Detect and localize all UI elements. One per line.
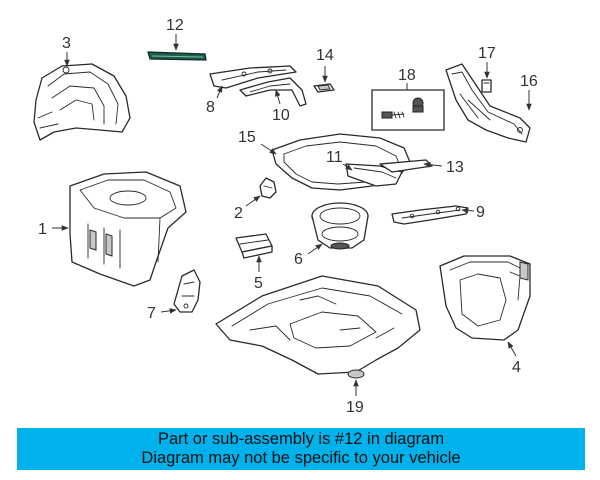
callout-5: 5 [254,275,263,292]
part-1-storage-tray [69,171,187,287]
part-18-fastener-set [371,89,445,131]
info-banner: Part or sub-assembly is #12 in diagram D… [17,428,585,470]
callout-15: 15 [238,129,256,146]
callout-4: 4 [512,359,521,376]
callout-10: 10 [272,107,290,124]
part-3-wheelhouse-liner [33,63,131,141]
part-14-clip [313,83,335,93]
part-19-floor-carpet [215,275,421,379]
part-17-clip [481,79,492,93]
banner-line-2: Diagram may not be specific to your vehi… [141,449,461,467]
part-6-speaker-enclosure [311,202,369,250]
banner-line-1: Part or sub-assembly is #12 in diagram [157,430,445,448]
callout-19: 19 [346,399,364,416]
part-13-trim-rail [379,159,433,173]
part-12-trim-strip [147,51,207,61]
callout-17: 17 [478,45,496,62]
part-7-bracket [173,269,201,313]
callout-7: 7 [147,305,156,322]
callout-2: 2 [234,205,243,222]
parts-diagram: 12 3 14 17 18 16 8 10 15 11 13 2 9 1 6 5… [33,17,538,416]
callout-12: 12 [166,17,184,34]
callout-9: 9 [476,204,485,221]
callout-18: 18 [398,67,416,84]
part-5-cover [235,233,273,259]
callout-16: 16 [520,73,538,90]
part-16-sill-plate [445,63,531,143]
callout-6: 6 [294,251,303,268]
part-10-trim-strip [239,77,307,107]
part-4-quarter-trim [439,255,531,341]
callout-1: 1 [38,221,47,238]
callout-3: 3 [62,35,71,52]
part-9-rail [391,205,469,225]
callout-13: 13 [446,159,464,176]
callout-14: 14 [316,47,334,64]
part-8-trim-panel [209,65,297,89]
callout-8: 8 [206,99,215,116]
part-2-clip [259,177,277,199]
callout-11: 11 [326,149,343,166]
